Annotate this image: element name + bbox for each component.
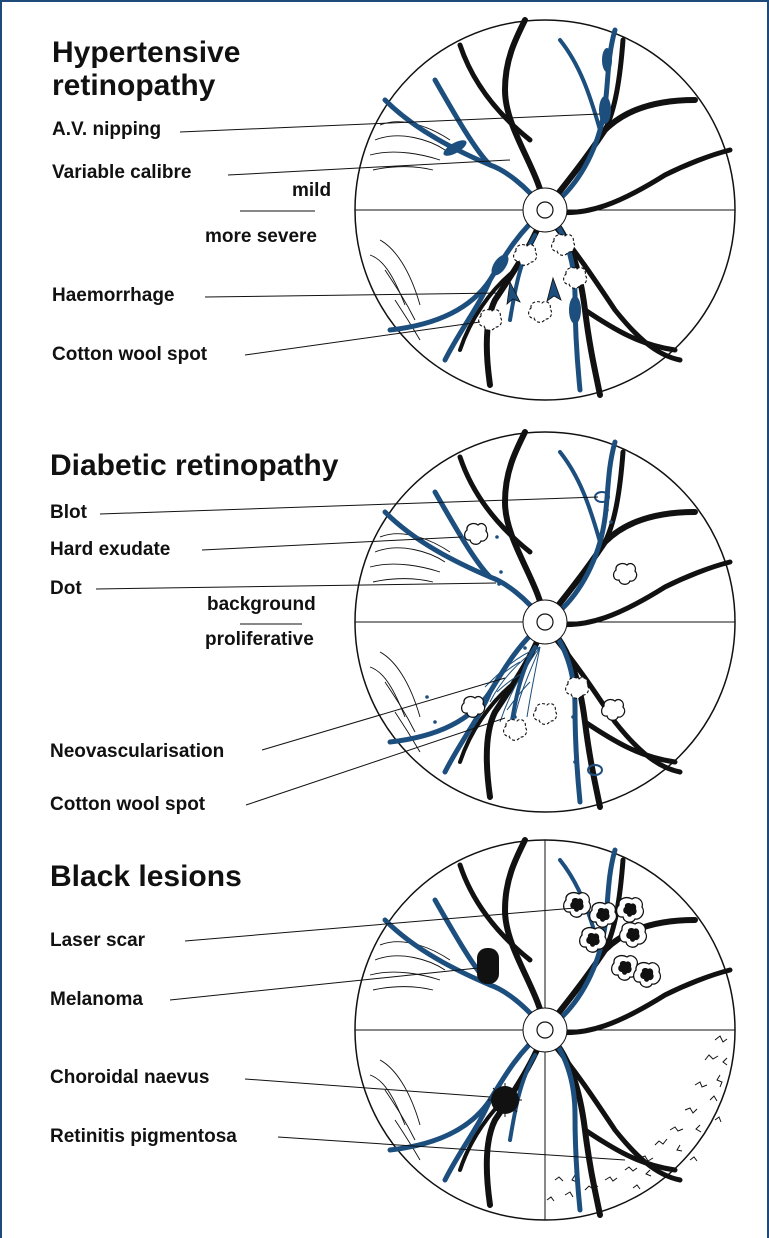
black-lesions-title: Black lesions [50, 860, 242, 893]
black-lesions-fundus [355, 840, 735, 1220]
laser-scar-label: Laser scar [50, 930, 146, 951]
proliferative-label: proliferative [205, 629, 314, 650]
hypertensive-panel: Hypertensive retinopathy A [52, 20, 735, 400]
neovascularisation-label: Neovascularisation [50, 741, 224, 762]
retinitis-pigmentosa-label: Retinitis pigmentosa [50, 1126, 237, 1147]
av-nipping-label: A.V. nipping [52, 119, 161, 140]
melanoma-lesion [477, 948, 499, 984]
hypertensive-title-line1: Hypertensive [52, 36, 240, 69]
mild-label: mild [292, 180, 331, 201]
vein-bead [569, 296, 581, 324]
melanoma-label: Melanoma [50, 989, 143, 1010]
cotton-wool-label-2: Cotton wool spot [50, 794, 206, 815]
diabetic-panel: Diabetic retinopathy [50, 432, 735, 815]
hard-exudate-label: Hard exudate [50, 539, 170, 560]
optic-cup [537, 1022, 553, 1038]
vein-bead [602, 48, 612, 72]
dot-label: Dot [50, 578, 82, 599]
optic-cup [537, 614, 553, 630]
black-lesions-panel: Black lesions [50, 840, 735, 1220]
optic-cup [537, 202, 553, 218]
cotton-wool-label-1: Cotton wool spot [52, 344, 208, 365]
blot-label: Blot [50, 502, 88, 523]
diabetic-fundus [355, 432, 735, 812]
more-severe-label: more severe [205, 226, 317, 247]
haemorrhage-label: Haemorrhage [52, 285, 175, 306]
diabetic-title: Diabetic retinopathy [50, 449, 339, 482]
choroidal-naevus [491, 1086, 519, 1114]
hypertensive-title-line2: retinopathy [52, 69, 216, 102]
variable-calibre-label: Variable calibre [52, 162, 191, 183]
vein-bead [599, 96, 611, 124]
hypertensive-fundus [355, 20, 735, 400]
choroidal-naevus-label: Choroidal naevus [50, 1067, 209, 1088]
background-label: background [207, 594, 316, 615]
